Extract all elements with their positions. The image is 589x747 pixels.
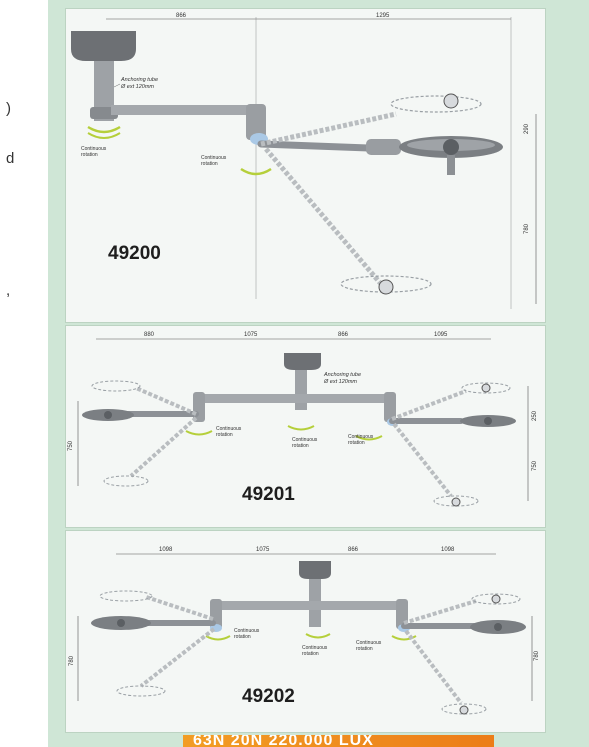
rotation-arrow-icon: [391, 635, 417, 641]
dimension-label: 780: [69, 655, 75, 666]
rotation-caption: Continuous: [81, 146, 107, 152]
rotation-arrow-icon: [205, 635, 231, 641]
lamp-diagram-49200: 866 1295 290 780 Anchoring tube Ø ext 12…: [71, 13, 537, 309]
lamp-head-ghost: [390, 95, 482, 113]
dimension-label: 1075: [256, 547, 270, 553]
dimension-label: 866: [338, 332, 349, 338]
panel-49200: 866 1295 290 780 Anchoring tube Ø ext 12…: [65, 8, 546, 323]
rotation-arrow-icon: [305, 633, 331, 639]
dimension-label: 1095: [434, 332, 448, 338]
lamp-diagram-49201: 880 1075 866 1095 250 750 750 Anchoring …: [68, 332, 538, 507]
dimension-label: 866: [348, 547, 359, 553]
text-fragment: ,: [6, 282, 11, 299]
rotation-arrow-icon: [287, 425, 315, 431]
rotation-caption: rotation: [292, 443, 309, 449]
dimension-label: 1295: [376, 13, 390, 19]
ceiling-canopy: [71, 31, 136, 61]
lamp-diagram-49202: 1098 1075 866 1098 780 780 Continuous ro…: [69, 547, 540, 715]
dimension-label: 1098: [159, 547, 173, 553]
rotation-caption: rotation: [81, 152, 98, 158]
dimension-label: 880: [144, 332, 155, 338]
ceiling-canopy: [299, 561, 331, 579]
panel-49201: 880 1075 866 1095 250 750 750 Anchoring …: [65, 325, 546, 528]
dimension-label: 1098: [441, 547, 455, 553]
anchoring-note: Anchoring tube: [323, 372, 361, 378]
rotation-caption: rotation: [348, 440, 365, 446]
rotation-caption: rotation: [201, 161, 218, 167]
swivel-joint: [246, 104, 266, 140]
dimension-label: 250: [532, 410, 538, 421]
extension-arm: [216, 601, 401, 610]
rotation-caption: rotation: [356, 646, 373, 652]
dimension-label: 1075: [244, 332, 258, 338]
rotation-caption: Continuous: [302, 645, 328, 651]
text-fragment: ): [6, 100, 11, 117]
rotation-caption: Continuous: [292, 437, 318, 443]
dimension-label: 290: [524, 123, 530, 134]
text-fragment: d: [6, 150, 15, 167]
anchoring-note: Anchoring tube: [120, 77, 158, 83]
dimension-label: 780: [524, 223, 530, 234]
anchoring-tube: [295, 370, 307, 410]
footer-banner: 63N 20N 220.000 LUX: [183, 735, 494, 747]
left-page-margin: ) d ,: [0, 0, 40, 747]
model-number: 49200: [108, 243, 161, 264]
rotation-caption: rotation: [302, 651, 319, 657]
rotation-caption: Continuous: [234, 628, 260, 634]
rotation-arrow-icon: [355, 435, 383, 441]
footer-text: 63N 20N 220.000 LUX: [193, 735, 374, 747]
dimension-label: 866: [176, 13, 187, 19]
model-number: 49201: [242, 484, 295, 505]
panel-49202: 1098 1075 866 1098 780 780 Continuous ro…: [65, 530, 546, 733]
rotation-caption: Continuous: [356, 640, 382, 646]
extension-arm: [199, 394, 389, 403]
dimension-label: 750: [68, 440, 74, 451]
anchoring-note: Ø ext 120mm: [323, 379, 357, 385]
rotation-caption: rotation: [216, 432, 233, 438]
rotation-caption: Continuous: [201, 155, 227, 161]
dimension-label: 750: [532, 460, 538, 471]
rotation-caption: Continuous: [216, 426, 242, 432]
rotation-caption: rotation: [234, 634, 251, 640]
swivel-joint: [384, 392, 396, 422]
rotation-arrow-icon: [185, 430, 213, 436]
dimension-label: 780: [534, 650, 540, 661]
anchoring-note: Ø ext 120mm: [120, 84, 154, 90]
extension-arm: [111, 105, 256, 115]
anchoring-tube: [94, 61, 114, 121]
rotation-caption: Continuous: [348, 434, 374, 440]
rotation-arrow-icon: [240, 167, 272, 176]
model-number: 49202: [242, 686, 295, 707]
rotation-arrow-icon: [87, 125, 121, 134]
ceiling-canopy: [284, 353, 321, 370]
